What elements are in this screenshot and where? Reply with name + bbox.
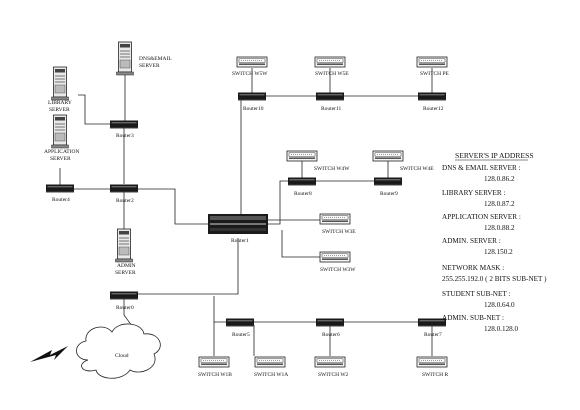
switch-w1a-icon <box>254 356 286 368</box>
router9-icon <box>374 177 402 186</box>
switch-w1b-label: SWITCH W1B <box>198 372 232 378</box>
router3-icon <box>110 120 138 129</box>
link-router0-cloud <box>123 297 133 327</box>
switch-w3w-label: SWITCH W3W <box>320 267 356 273</box>
link-router1-switchw3w <box>281 230 320 258</box>
router10-label: Router10 <box>243 106 264 112</box>
switch-w2-icon <box>314 356 346 368</box>
link-library-router3 <box>78 94 111 125</box>
router6-label: Router6 <box>322 332 340 338</box>
switch-pe-icon <box>416 56 448 68</box>
switch-w3w-icon <box>319 251 351 263</box>
network-mask-label: NETWORK MASK : <box>442 264 504 272</box>
info-title: SERVER'S IP ADDRESS <box>455 151 534 160</box>
dns-ip-label: DNS & EMAIL SERVER : <box>442 164 521 172</box>
router11-icon <box>316 92 344 101</box>
router4-label: Router4 <box>52 197 70 203</box>
library-server-icon <box>51 66 69 101</box>
cloud-icon <box>76 323 161 379</box>
router1-label: Router1 <box>231 238 249 244</box>
router8-icon <box>288 177 316 186</box>
admin-ip-label: ADMIN. SERVER : <box>442 237 501 245</box>
link-router0-router5 <box>213 296 240 323</box>
dns-email-server-icon <box>116 41 134 76</box>
router2-label: Router2 <box>116 198 134 204</box>
router2-icon <box>110 184 138 193</box>
link-router2-router1 <box>124 188 208 225</box>
application-server-label: APPLICATION <box>44 149 79 155</box>
router6-icon <box>316 318 344 327</box>
router0-label: Router0 <box>116 305 134 311</box>
switch-w4w-label: SWITCH W4W <box>314 166 350 172</box>
router11-label: Router11 <box>321 106 342 112</box>
student-subnet-label: STUDENT SUB-NET : <box>442 290 510 298</box>
link-router1-router0 <box>124 238 239 295</box>
application-ip-label: APPLICATION SERVER : <box>442 213 521 221</box>
links <box>59 68 433 356</box>
link-router1-router10 <box>240 95 252 222</box>
admin-ip-value: 128.150.2 <box>484 248 513 256</box>
admin-subnet-label: ADMIN. SUB-NET : <box>442 314 504 322</box>
library-server-label-2: SERVER <box>49 107 70 113</box>
router12-label: Router12 <box>423 106 444 112</box>
router8-label: Router8 <box>294 191 312 197</box>
lightning-icon <box>30 346 68 362</box>
application-server-icon <box>51 114 69 149</box>
router1-icon <box>208 214 268 234</box>
dns-email-server-label-2: SERVER <box>139 63 160 69</box>
router0-icon <box>110 291 138 300</box>
switch-r-icon <box>416 356 448 368</box>
router10-icon <box>238 92 266 101</box>
switch-w3e-icon <box>319 213 351 225</box>
switch-pe-label: SWITCH PE <box>420 71 450 77</box>
admin-server-label: ADMIN <box>117 263 136 269</box>
library-ip-label: LIBRARY SERVER : <box>442 189 505 197</box>
network-mask-value: 255.255.192.0 ( 2 BITS SUB-NET ) <box>442 275 547 283</box>
cloud-label: Cloud <box>115 353 129 359</box>
switch-w5w-icon <box>236 56 268 68</box>
switch-w4w-icon <box>286 150 318 162</box>
switch-w5w-label: SWITCH W5W <box>232 71 268 77</box>
ip-info-panel: SERVER'S IP ADDRESS DNS & EMAIL SERVER :… <box>442 151 547 333</box>
admin-server-icon <box>115 228 133 263</box>
switch-w4e-label: SWITCH W4E <box>400 166 434 172</box>
application-ip-value: 128.0.88.2 <box>484 224 515 232</box>
router7-label: Router7 <box>424 332 442 338</box>
switch-w2-label: SWITCH W2 <box>318 372 349 378</box>
router9-label: Router9 <box>380 191 398 197</box>
library-ip-value: 128.0.87.2 <box>484 200 515 208</box>
servers: DNS&EMAIL SERVER LIBRARY SERVER APPLICAT… <box>44 41 172 276</box>
router12-icon <box>418 92 446 101</box>
router4-icon <box>46 184 74 193</box>
admin-subnet-value: 128.0.128.0 <box>484 325 519 333</box>
router3-label: Router3 <box>116 133 134 139</box>
switch-w1b-icon <box>198 356 230 368</box>
dns-email-server-label: DNS&EMAIL <box>139 56 172 62</box>
switch-w3e-label: SWITCH W3E <box>322 229 356 235</box>
library-server-label: LIBRARY <box>48 100 72 106</box>
router5-label: Router5 <box>232 332 250 338</box>
switches: SWITCH W5W SWITCH W5E SWITCH PE SWITCH W… <box>198 56 450 378</box>
router5-icon <box>226 318 254 327</box>
switch-w1a-label: SWITCH W1A <box>254 372 288 378</box>
switch-w5e-label: SWITCH W5E <box>315 71 349 77</box>
dns-ip-value: 128.0.86.2 <box>484 175 515 183</box>
switch-w5e-icon <box>314 56 346 68</box>
application-server-label-2: SERVER <box>50 156 71 162</box>
student-subnet-value: 128.0.64.0 <box>484 301 515 309</box>
admin-server-label-2: SERVER <box>115 270 136 276</box>
switch-r-label: SWITCH R <box>422 372 448 378</box>
switch-w4e-icon <box>372 150 404 162</box>
internet-cloud: Cloud <box>30 323 161 379</box>
routers: Router3 Router4 Router2 Router1 Router0 … <box>46 92 446 338</box>
link-router1-router8 <box>268 180 302 225</box>
